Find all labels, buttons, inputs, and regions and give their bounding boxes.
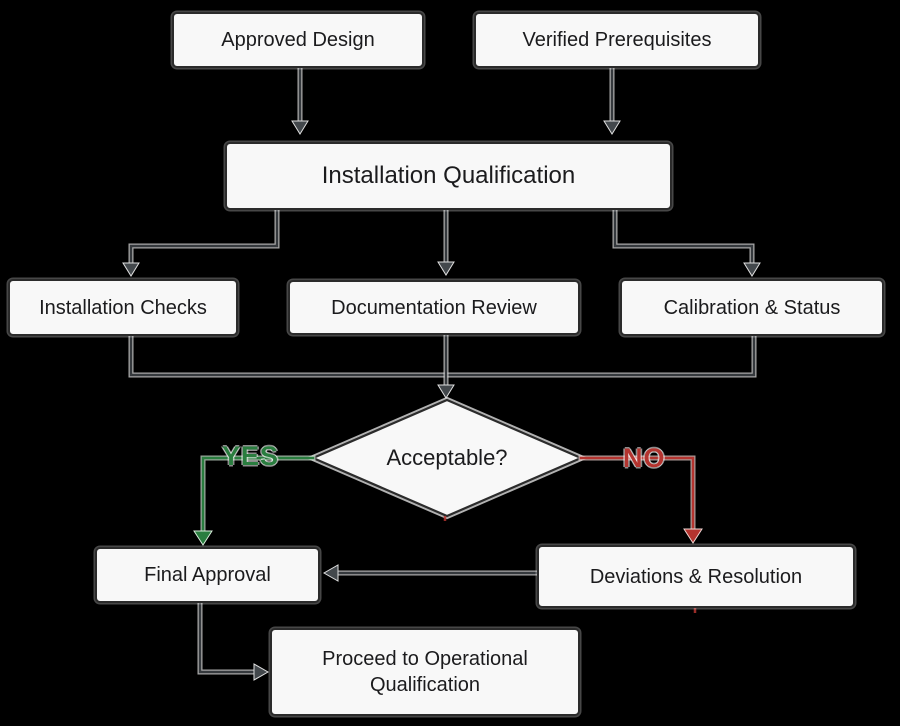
node-installation-qualification: Installation Qualification: [225, 142, 672, 210]
edge-verified-to-iq: [603, 65, 621, 135]
node-verified-prerequisites-label: Verified Prerequisites: [522, 29, 712, 51]
node-documentation-review: Documentation Review: [288, 280, 580, 335]
arrowhead-down-icon: [437, 261, 455, 276]
node-calibration-status: Calibration & Status: [620, 279, 884, 336]
decision-diamond: [305, 396, 589, 520]
node-calibration-status-label: Calibration & Status: [663, 296, 841, 319]
node-documentation-review-label: Documentation Review: [331, 296, 537, 319]
arrowhead-left-icon: [322, 564, 339, 582]
edge-iq-to-installation-checks: [122, 207, 280, 277]
arrowhead-down-icon: [437, 384, 455, 399]
edge-approved-to-iq: [291, 65, 309, 135]
node-installation-qualification-label: Installation Qualification: [321, 162, 576, 190]
edge-final-approval-to-proceed: [197, 600, 270, 681]
node-final-approval-label: Final Approval: [144, 564, 271, 586]
red-edge-stubs: [443, 516, 697, 613]
node-approved-design-label: Approved Design: [221, 29, 375, 51]
arrowhead-down-icon: [122, 262, 140, 277]
edge-iq-to-documentation-review: [437, 207, 455, 276]
arrowhead-down-icon: [743, 262, 761, 277]
edge-yes-to-final-approval: [193, 455, 316, 546]
node-proceed-oq-label: Proceed to Operational Qualification: [322, 648, 528, 696]
node-deviations-resolution-label: Deviations & Resolution: [589, 565, 803, 588]
edge-label-no: NO: [623, 443, 666, 473]
node-installation-checks-label: Installation Checks: [39, 296, 207, 319]
node-verified-prerequisites: Verified Prerequisites: [474, 12, 760, 68]
edge-no-to-deviations: [578, 455, 703, 544]
node-installation-checks: Installation Checks: [8, 279, 238, 336]
arrowhead-down-icon: [291, 120, 309, 135]
edge-iq-to-calibration-status: [612, 207, 761, 277]
node-acceptable-label-wrap: Acceptable?: [347, 436, 547, 480]
edge-label-yes: YES: [222, 441, 280, 471]
arrowhead-down-icon: [603, 120, 621, 135]
arrowhead-down-icon: [683, 528, 703, 544]
node-proceed-oq: Proceed to Operational Qualification: [270, 628, 580, 716]
node-final-approval: Final Approval: [95, 547, 320, 603]
node-deviations-resolution: Deviations & Resolution: [537, 545, 855, 608]
edge-deviations-to-final-approval: [322, 564, 540, 582]
node-approved-design: Approved Design: [172, 12, 424, 68]
edge-merge-to-decision: [128, 333, 757, 399]
arrowhead-right-icon: [253, 663, 270, 681]
arrowhead-down-icon: [193, 530, 213, 546]
node-acceptable-label: Acceptable?: [386, 445, 508, 470]
